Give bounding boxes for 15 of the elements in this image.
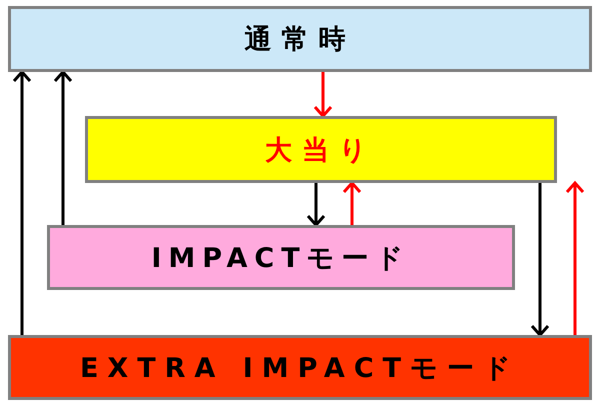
state-label: 大当り: [265, 134, 377, 168]
arrow: [530, 183, 550, 336]
arrow: [566, 182, 584, 335]
arrow: [342, 182, 362, 225]
state-box: [8, 335, 592, 400]
arrow: [314, 72, 332, 118]
state-label: EXTRA IMPACTモード: [80, 352, 520, 386]
state-box: [8, 6, 592, 72]
state-box: [47, 225, 515, 290]
state-label: 通常時: [244, 23, 356, 57]
arrow: [12, 70, 32, 335]
arrow: [306, 183, 326, 226]
state-label: IMPACTモード: [151, 242, 411, 276]
state-box: [85, 116, 557, 183]
arrow: [54, 70, 72, 225]
